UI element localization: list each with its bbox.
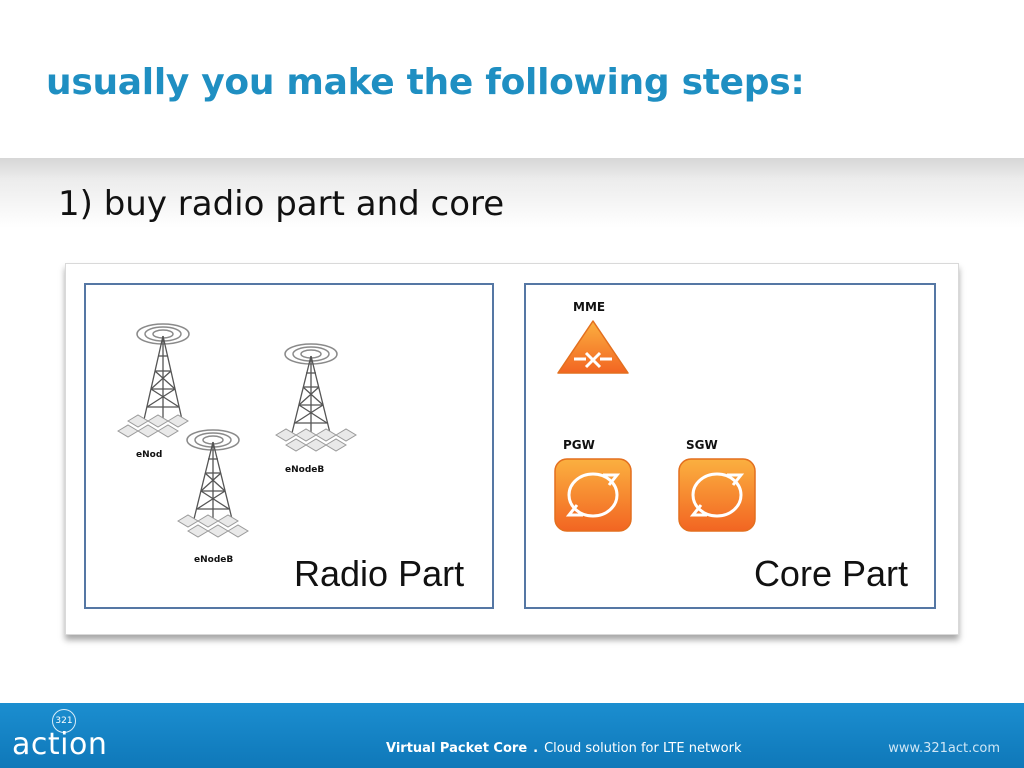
sgw-gateway-icon (677, 457, 757, 533)
sgw-label: SGW (686, 438, 718, 452)
enodeb-label: eNod (136, 450, 163, 460)
title-band-shadow (0, 158, 1024, 228)
radio-part-panel: eNod (84, 283, 494, 609)
radio-part-label: Radio Part (294, 553, 465, 594)
logo-badge: 321 (52, 709, 76, 733)
core-part-label: Core Part (753, 553, 908, 594)
pgw-label: PGW (563, 438, 595, 452)
footer-bar: 321 action Virtual Packet Core. Cloud sol… (0, 703, 1024, 768)
slide-title: usually you make the following steps: (46, 62, 805, 103)
enodeb-label: eNodeB (194, 555, 234, 565)
tagline-separator: . (533, 741, 539, 756)
enodeb-tower-icon (158, 415, 278, 565)
logo-wordmark: action (12, 727, 108, 762)
footer-tagline: Virtual Packet Core. Cloud solution for L… (386, 741, 742, 756)
mme-triangle-icon (556, 317, 630, 377)
footer-website: www.321act.com (888, 741, 1000, 756)
mme-label: MME (573, 300, 606, 314)
bullet-point: 1) buy radio part and core (58, 184, 505, 224)
enodeb-tower-icon (256, 329, 376, 479)
title-band (0, 0, 1024, 158)
tagline-text: Cloud solution for LTE network (544, 741, 742, 756)
core-part-panel: MME PGW (524, 283, 936, 609)
product-name: Virtual Packet Core (386, 741, 528, 756)
network-diagram: eNod (65, 263, 959, 635)
enodeb-tower-icon (108, 309, 228, 459)
enodeb-label: eNodeB (285, 465, 325, 475)
pgw-gateway-icon (553, 457, 633, 533)
